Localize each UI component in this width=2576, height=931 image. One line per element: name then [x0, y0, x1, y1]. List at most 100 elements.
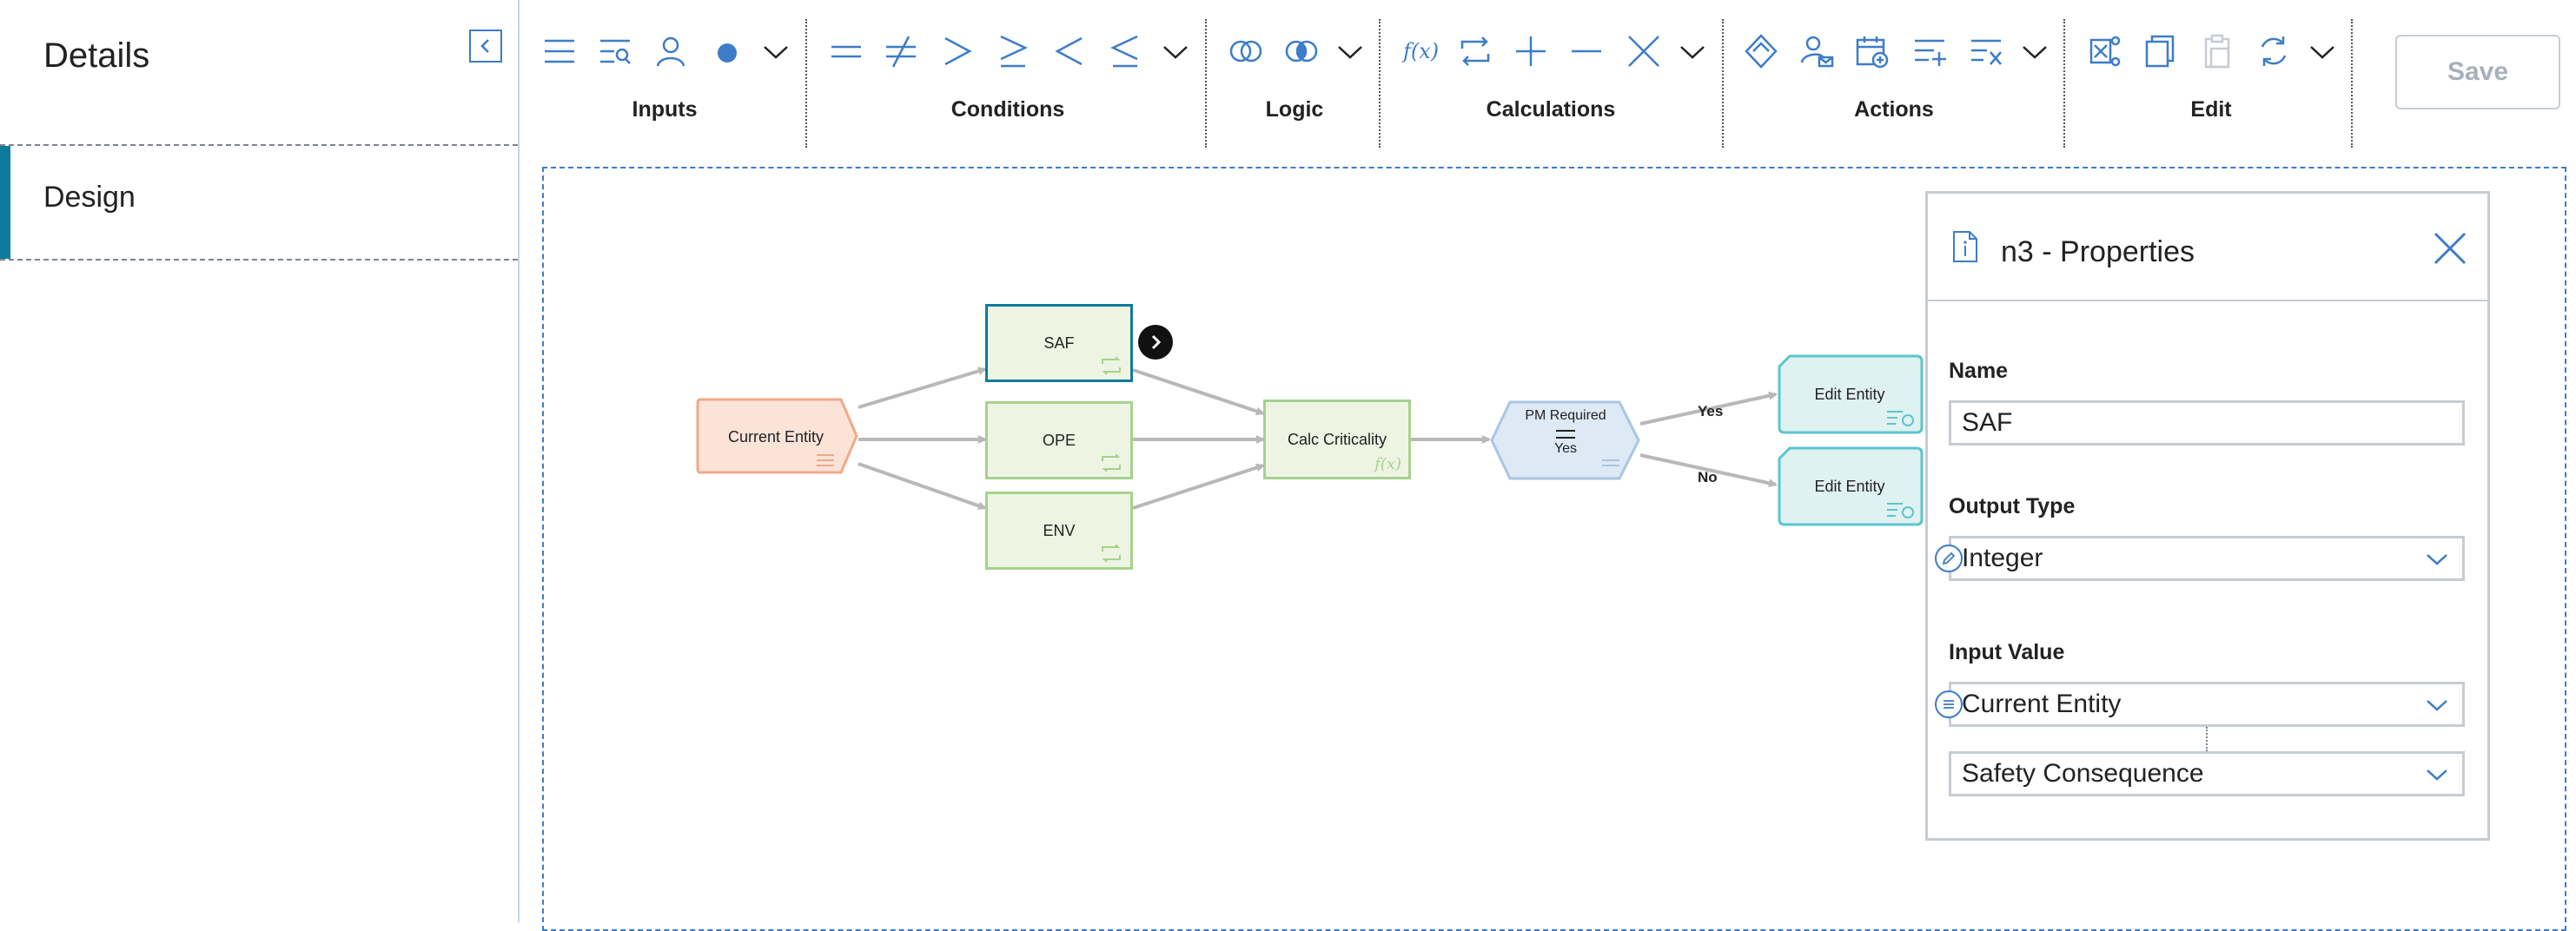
active-indicator	[0, 146, 10, 259]
input-value-source-select[interactable]: Current Entity	[1949, 682, 2465, 727]
nav-item-design[interactable]: Design	[0, 144, 518, 261]
field-connector	[2206, 727, 2208, 751]
node-label: SAF	[1043, 333, 1075, 352]
nav-item-label: Design	[43, 181, 136, 214]
input-value-source: Current Entity	[1962, 690, 2122, 718]
node-calc-criticality[interactable]: Calc Criticality f(x)	[1263, 399, 1411, 479]
chevron-down-icon[interactable]	[1328, 30, 1372, 73]
repeat-icon[interactable]	[1454, 30, 1497, 73]
chevron-down-icon[interactable]	[754, 30, 798, 73]
node-label: PM Required	[1525, 408, 1606, 423]
group-separator	[1722, 19, 1724, 148]
diagram-edges	[858, 366, 1778, 511]
chevron-right-icon	[1151, 334, 1162, 350]
and-circles-icon[interactable]	[1280, 30, 1323, 73]
node-current-entity-shape[interactable]	[695, 396, 869, 478]
search-list-icon[interactable]	[593, 30, 637, 73]
output-type-label: Output Type	[1949, 494, 2076, 518]
multiply-icon[interactable]	[1622, 30, 1665, 73]
node-value: Yes	[1553, 441, 1578, 456]
list-icon[interactable]	[538, 30, 581, 73]
node-label: OPE	[1042, 431, 1076, 449]
group-label-actions: Actions	[1854, 97, 1934, 122]
close-icon[interactable]	[2432, 230, 2468, 267]
chevron-down-icon	[2427, 554, 2447, 565]
name-label: Name	[1949, 359, 2009, 383]
greater-than-icon[interactable]	[935, 30, 978, 73]
less-than-icon[interactable]	[1049, 30, 1092, 73]
group-separator	[2351, 19, 2353, 148]
chevron-down-icon[interactable]	[2013, 30, 2056, 73]
properties-title: n3 - Properties	[2001, 235, 2195, 268]
calendar-add-icon[interactable]	[1851, 30, 1894, 73]
node-edit-entity-1-label: Edit Entity	[1814, 385, 1885, 403]
list-remove-icon[interactable]	[1964, 30, 2008, 73]
not-equals-icon[interactable]	[879, 30, 923, 73]
output-type-value: Integer	[1962, 544, 2043, 572]
plus-icon[interactable]	[1509, 30, 1553, 73]
edge-label-no: No	[1698, 469, 1718, 485]
diamond-icon[interactable]	[1739, 30, 1783, 73]
group-separator	[805, 19, 807, 148]
edge-current-to-env	[858, 462, 987, 511]
chevron-down-icon[interactable]	[1154, 30, 1197, 73]
node-label: ENV	[1043, 521, 1076, 539]
properties-header: n3 - Properties	[1928, 194, 2487, 301]
user-icon[interactable]	[649, 30, 692, 73]
delete-node-icon[interactable]	[2083, 30, 2126, 73]
equals-icon	[1556, 430, 1575, 439]
or-circles-icon[interactable]	[1224, 30, 1268, 73]
edge-saf-to-calc	[1132, 368, 1265, 416]
group-label-calculations: Calculations	[1486, 97, 1616, 122]
name-input[interactable]: SAF	[1949, 400, 2465, 446]
group-separator	[1379, 19, 1381, 148]
edge-current-to-saf	[858, 366, 987, 409]
expand-node-button[interactable]	[1138, 325, 1173, 360]
panel-title: Details	[43, 36, 150, 75]
node-pm-required: PM Required Yes	[1489, 399, 1642, 481]
copy-icon[interactable]	[2138, 30, 2182, 73]
node-edit-entity-2-shape[interactable]	[1776, 445, 1925, 528]
paste-icon[interactable]	[2195, 30, 2239, 73]
less-equal-icon[interactable]	[1104, 30, 1148, 73]
group-label-conditions: Conditions	[950, 97, 1065, 122]
node-saf[interactable]: SAF	[985, 304, 1133, 382]
output-type-select[interactable]: Integer	[1949, 536, 2465, 581]
user-mail-icon[interactable]	[1795, 30, 1838, 73]
function-icon[interactable]: f(x)	[1398, 30, 1441, 73]
repeat-icon	[1102, 357, 1121, 374]
node-ope[interactable]: OPE	[985, 401, 1133, 479]
collapse-panel-button[interactable]	[469, 30, 502, 63]
minus-icon[interactable]	[1565, 30, 1608, 73]
group-separator	[2063, 19, 2065, 148]
equals-icon[interactable]	[824, 30, 868, 73]
svg-text:f(x): f(x)	[1401, 39, 1438, 63]
save-button[interactable]: Save	[2395, 35, 2560, 109]
pencil-icon	[1942, 551, 1956, 565]
input-value-field: Safety Consequence	[1962, 759, 2204, 788]
greater-equal-icon[interactable]	[990, 30, 1034, 73]
chevron-down-icon[interactable]	[1671, 30, 1714, 73]
list-icon	[1944, 700, 1954, 709]
node-pm-required-shape[interactable]	[1489, 399, 1642, 481]
input-value-field-select[interactable]: Safety Consequence	[1949, 751, 2465, 796]
list-add-icon[interactable]	[1908, 30, 1951, 73]
refresh-icon[interactable]	[2252, 30, 2295, 73]
node-current-entity-label: Current Entity	[727, 427, 824, 446]
chevron-down-icon	[2427, 700, 2447, 711]
filled-circle-icon[interactable]	[705, 30, 749, 73]
edit-pencil-button[interactable]	[1935, 545, 1963, 572]
node-edit-entity-2-label: Edit Entity	[1814, 477, 1885, 495]
chevron-down-icon[interactable]	[2301, 30, 2344, 73]
properties-panel: n3 - Properties Name SAF Output Type Int…	[1925, 191, 2490, 841]
edge-pm-yes	[1639, 391, 1778, 426]
input-value-label: Input Value	[1949, 640, 2065, 664]
node-edit-entity-1-shape[interactable]	[1776, 353, 1925, 436]
info-document-icon	[1953, 231, 1977, 262]
design-canvas[interactable]: Current Entity SAF OPE ENV Calc Critical…	[542, 167, 2566, 931]
group-label-inputs: Inputs	[632, 97, 698, 122]
node-env[interactable]: ENV	[985, 492, 1133, 570]
input-list-button[interactable]	[1935, 690, 1963, 718]
details-panel: Details Design	[0, 0, 520, 922]
group-label-edit: Edit	[2190, 97, 2232, 122]
